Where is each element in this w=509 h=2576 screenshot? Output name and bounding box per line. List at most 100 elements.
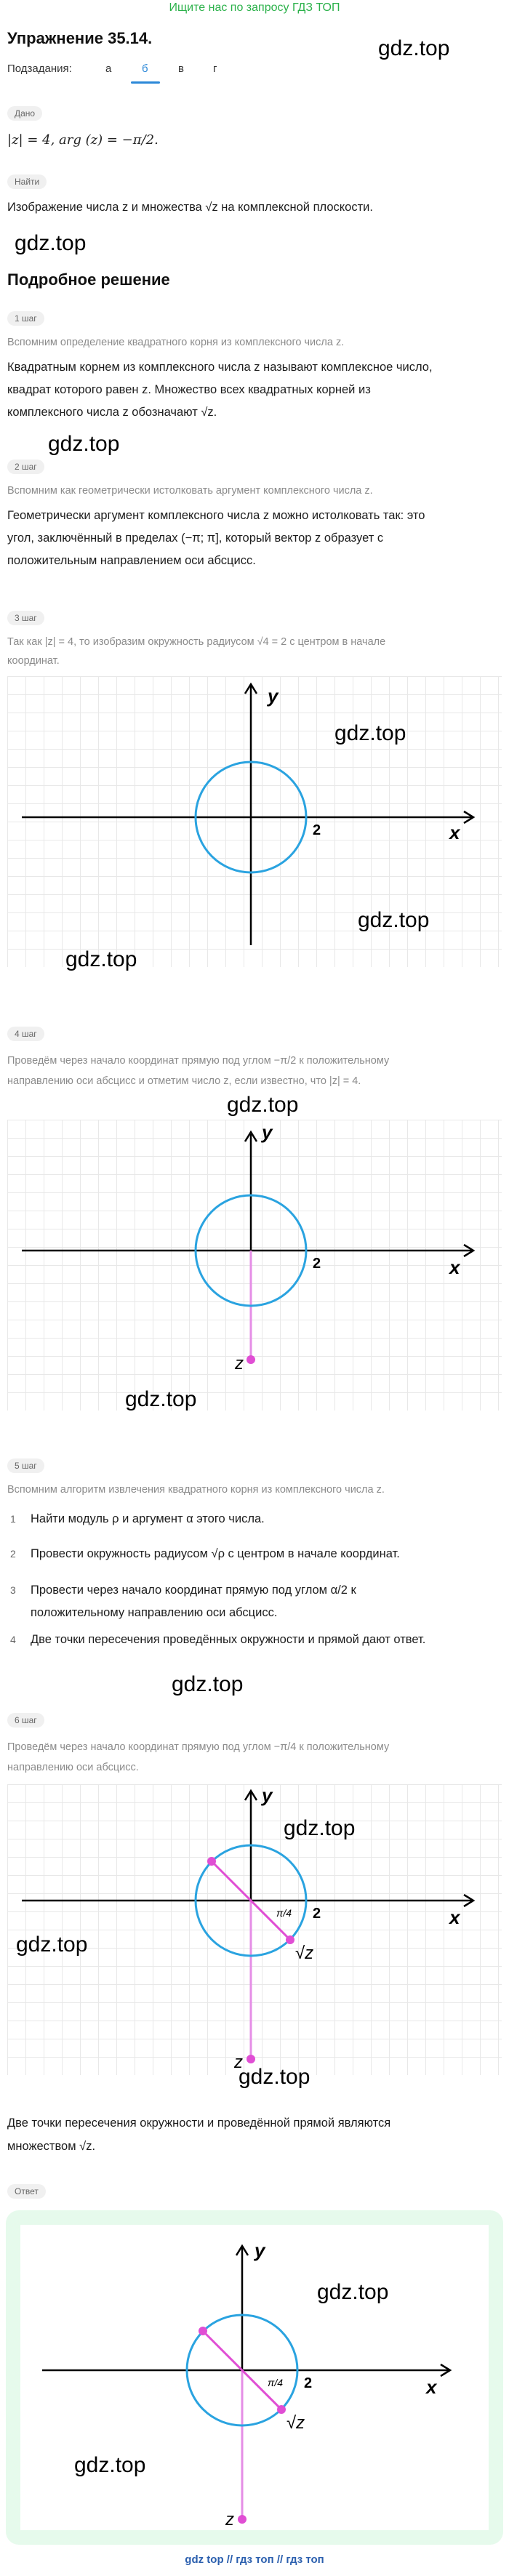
tick-label-2: 2: [313, 1906, 321, 1922]
conclusion-line-2: множеством √z.: [7, 2140, 96, 2153]
graph-1: y x 2 gdz.top gdz.top: [7, 676, 502, 967]
algo-item-3b: положительному направлению оси абсцисс.: [31, 1606, 278, 1619]
tab-b[interactable]: б: [142, 63, 148, 75]
step-4-hint-1: Проведём через начало координат прямую п…: [7, 1055, 390, 1067]
point-root-2: [277, 2405, 286, 2414]
label-z: z: [233, 2053, 243, 2072]
tab-g[interactable]: г: [213, 63, 217, 75]
watermark: gdz.top: [239, 2065, 310, 2089]
point-root-1: [207, 1857, 216, 1866]
step-1-line-3: комплексного числа z обозначают √z.: [7, 406, 217, 419]
point-root-1: [199, 2327, 207, 2335]
x-axis-label: x: [425, 2376, 438, 2398]
step-5-hint: Вспомним алгоритм извлечения квадратного…: [7, 1484, 385, 1496]
radius-2-circle: [194, 1194, 308, 1307]
step-1-pill: 1 шаг: [7, 311, 44, 326]
radius-2-circle: [185, 2314, 299, 2427]
given-expression: |z| = 4, arg (z) = −π/2.: [7, 132, 159, 148]
y-axis-label: y: [266, 685, 279, 707]
algo-item-2: Провести окружность радиусом √ρ с центро…: [31, 1547, 400, 1560]
step-6-hint-1: Проведём через начало координат прямую п…: [7, 1741, 390, 1753]
watermark: gdz.top: [48, 432, 120, 456]
find-pill: Найти: [7, 174, 47, 189]
watermark: gdz.top: [172, 1672, 244, 1696]
step-1-line-1: Квадратным корнем из комплексного числа …: [7, 361, 433, 374]
tab-a[interactable]: а: [105, 63, 112, 75]
radius-2-circle: [194, 761, 308, 874]
given-pill: Дано: [7, 106, 43, 121]
step-3-hint-2: координат.: [7, 655, 60, 667]
step-2-line-3: положительным направлением оси абсцисс.: [7, 554, 256, 567]
step-4-hint-2: направлению оси абсцисс и отметим число …: [7, 1075, 361, 1087]
answer-graph: y x 2 π/4 √z z gdz.top gdz.top: [20, 2225, 489, 2530]
step-3-hint-1: Так как |z| = 4, то изобразим окружность…: [7, 636, 386, 648]
step-1-hint: Вспомним определение квадратного корня и…: [7, 337, 345, 348]
step-1-line-2: квадрат которого равен z. Множество всех…: [7, 383, 371, 396]
top-search-link[interactable]: Ищите нас по запросу ГДЗ ТОП: [169, 1, 340, 14]
conclusion-line-1: Две точки пересечения окружности и прове…: [7, 2116, 391, 2130]
list-num-4: 4: [10, 1634, 16, 1645]
y-axis-arrow: [235, 2244, 249, 2256]
angle-label: π/4: [276, 1907, 292, 1919]
watermark: gdz.top: [284, 1816, 355, 1840]
step-4-pill: 4 шаг: [7, 1027, 44, 1041]
y-axis-label: y: [260, 1121, 273, 1143]
solution-title: Подробное решение: [7, 270, 170, 289]
sqrt-line: [201, 2330, 283, 2411]
x-axis-label: x: [448, 1906, 461, 1928]
algo-item-3a: Провести через начало координат прямую п…: [31, 1584, 356, 1597]
y-axis-arrow: [244, 1789, 258, 1801]
algo-item-1: Найти модуль ρ и аргумент α этого числа.: [31, 1512, 265, 1525]
step-2-line-1: Геометрически аргумент комплексного числ…: [7, 509, 425, 522]
watermark: gdz.top: [378, 36, 450, 60]
step-2-line-2: угол, заключённый в пределах (−π; π], ко…: [7, 531, 384, 545]
answer-pill: Ответ: [7, 2184, 46, 2199]
point-root-2: [286, 1935, 294, 1944]
step-2-hint: Вспомним как геометрически истолковать а…: [7, 485, 373, 497]
step-2-pill: 2 шаг: [7, 460, 44, 474]
watermark: gdz.top: [317, 2280, 388, 2304]
x-axis-arrow: [463, 1243, 476, 1258]
watermark: gdz.top: [16, 1933, 88, 1957]
page-title: Упражнение 35.14.: [7, 29, 153, 47]
radius-2-circle: [194, 1844, 308, 1957]
y-axis-label: y: [260, 1784, 273, 1806]
graph-2: y x 2 z: [7, 1120, 502, 1411]
active-tab-indicator: [131, 81, 160, 84]
subtasks-label: Подзадания:: [7, 63, 72, 75]
step-6-hint-2: направлению оси абсцисс.: [7, 1762, 139, 1773]
point-z: [247, 2055, 255, 2063]
graph-3: y x 2 π/4 √z z gdz.top: [7, 1784, 502, 2075]
watermark: gdz.top: [125, 1387, 197, 1411]
x-axis-arrow: [463, 1893, 476, 1908]
tick-label-2: 2: [313, 822, 321, 838]
y-axis-arrow: [244, 682, 258, 694]
label-z: z: [225, 2510, 234, 2529]
list-num-1: 1: [10, 1513, 16, 1525]
find-text: Изображение числа z и множества √z на ко…: [7, 201, 373, 214]
watermark: gdz.top: [74, 2453, 145, 2477]
tick-label-2: 2: [304, 2375, 312, 2391]
algo-item-4: Две точки пересечения проведённых окружн…: [31, 1633, 426, 1646]
label-z: z: [234, 1354, 244, 1373]
watermark: gdz.top: [15, 231, 87, 255]
answer-graph-svg: y x 2 π/4 √z z gdz.top gdz.top: [42, 2239, 452, 2529]
list-num-2: 2: [10, 1548, 16, 1560]
x-axis-arrow: [463, 810, 476, 824]
graph-1-svg: y x 2 gdz.top gdz.top: [22, 682, 476, 945]
list-num-3: 3: [10, 1584, 16, 1596]
x-axis-label: x: [448, 822, 461, 843]
watermark: gdz.top: [358, 908, 429, 932]
point-z: [238, 2515, 247, 2524]
tab-v[interactable]: в: [178, 63, 184, 75]
sqrt-line: [210, 1860, 292, 1941]
watermark: gdz.top: [334, 721, 406, 745]
y-axis-label: y: [253, 2239, 266, 2261]
label-sqrt-z: √z: [295, 1943, 313, 1963]
x-axis-label: x: [448, 1256, 461, 1278]
step-5-pill: 5 шаг: [7, 1458, 44, 1473]
footer-links[interactable]: gdz top // гдз топ // гдз топ: [185, 2553, 324, 2566]
step-6-pill: 6 шаг: [7, 1713, 44, 1728]
point-z: [247, 1355, 255, 1364]
tick-label-2: 2: [313, 1256, 321, 1272]
